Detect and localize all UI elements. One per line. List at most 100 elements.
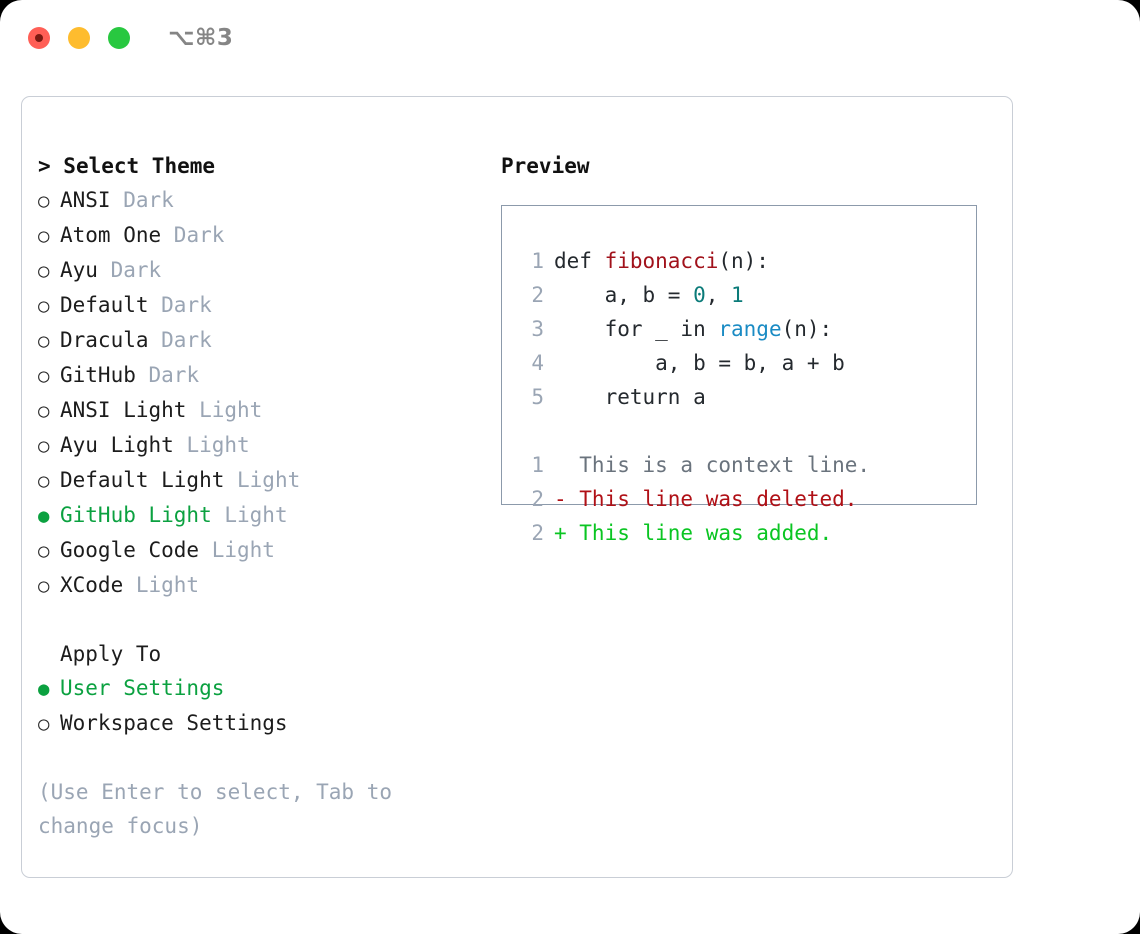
theme-option-default-light[interactable]: ○Default Light Light <box>38 463 478 498</box>
radio-unselected-icon: ○ <box>38 540 50 562</box>
radio-unselected-icon: ○ <box>38 400 50 422</box>
line-number: 2 <box>531 283 544 307</box>
theme-option-tag: Light <box>135 573 200 597</box>
code-line: 2 a, b = 0, 1 <box>502 278 976 312</box>
line-number: 2 <box>531 487 544 511</box>
line-number: 4 <box>531 351 544 375</box>
theme-option-dracula[interactable]: ○ Dracula Dark <box>38 323 478 358</box>
line-number: 5 <box>531 385 544 409</box>
theme-option-ansi[interactable]: ○ ANSI Dark <box>38 183 478 218</box>
code-token-num: 0 <box>693 283 706 307</box>
radio-selected-icon: ● <box>38 505 50 527</box>
theme-option-label: GitHub <box>60 363 149 387</box>
theme-option-default[interactable]: ○Default Dark <box>38 288 478 323</box>
theme-option-github-light[interactable]: ● GitHub Light Light <box>38 498 478 533</box>
theme-option-label: Dracula <box>60 328 162 352</box>
theme-option-tag: Light <box>186 433 250 457</box>
theme-option-label: Atom One <box>60 223 174 247</box>
line-number: 1 <box>531 249 544 273</box>
theme-option-tag: Dark <box>161 293 212 317</box>
radio-unselected-icon: ○ <box>38 713 50 735</box>
radio-unselected-icon: ○ <box>38 470 50 492</box>
theme-picker-column: > Select Theme ○ANSI Dark○Atom One Dark○… <box>38 149 478 843</box>
apply-to-option-workspace-settings[interactable]: ○Workspace Settings <box>38 706 478 741</box>
diff-line-del: 2 - This line was deleted. <box>502 482 976 516</box>
radio-unselected-icon: ○ <box>38 575 50 597</box>
theme-option-ayu[interactable]: ○Ayu Dark <box>38 253 478 288</box>
diff-line-text: This is a context line. <box>554 453 871 477</box>
diff-sample: 1 This is a context line. 2 - This line wa… <box>502 448 976 550</box>
theme-option-ayu-light[interactable]: ○ Ayu Light Light <box>38 428 478 463</box>
code-token-fn: fibonacci <box>604 249 719 273</box>
select-theme-heading-label: Select Theme <box>63 154 216 178</box>
theme-option-ansi-light[interactable]: ○ ANSI Light Light <box>38 393 478 428</box>
zoom-button[interactable] <box>108 27 130 49</box>
main-panel: > Select Theme ○ANSI Dark○Atom One Dark○… <box>21 96 1013 878</box>
radio-selected-icon: ● <box>38 678 50 700</box>
theme-option-label: Ayu <box>60 258 111 282</box>
code-token-plain: (n): <box>781 317 833 341</box>
theme-option-xcode[interactable]: ○ XCode Light <box>38 568 478 603</box>
code-token-plain: def <box>554 249 605 273</box>
diff-line-add: 2 + This line was added. <box>502 516 976 550</box>
radio-unselected-icon: ○ <box>38 435 50 457</box>
theme-option-label: Ayu Light <box>60 433 187 457</box>
theme-option-label: Default Light <box>60 468 238 492</box>
record-dot-icon <box>35 34 43 42</box>
theme-option-label: Google Code <box>60 538 212 562</box>
close-button[interactable] <box>28 27 50 49</box>
theme-option-tag: Light <box>199 398 263 422</box>
diff-line-ctx: 1 This is a context line. <box>502 448 976 482</box>
radio-unselected-icon: ○ <box>38 225 50 247</box>
code-token-plain: , <box>705 283 732 307</box>
code-token-plain: (n): <box>718 249 769 273</box>
line-number: 3 <box>531 317 544 341</box>
theme-option-label: ANSI Light <box>60 398 200 422</box>
apply-to-option-user-settings[interactable]: ● User Settings <box>38 671 478 706</box>
theme-option-label: GitHub Light <box>60 503 225 527</box>
radio-unselected-icon: ○ <box>38 330 50 352</box>
theme-option-google-code[interactable]: ○ Google Code Light <box>38 533 478 568</box>
theme-option-tag: Dark <box>123 188 174 212</box>
code-token-plain: return a <box>554 385 706 409</box>
keyboard-hint: (Use Enter to select, Tab to change focu… <box>38 780 405 838</box>
code-line: 5 return a <box>502 380 976 414</box>
preview-heading: Preview <box>501 154 590 178</box>
code-token-call: range <box>718 317 782 341</box>
minimize-button[interactable] <box>68 27 90 49</box>
code-token-num: 1 <box>731 283 744 307</box>
theme-option-label: XCode <box>60 573 136 597</box>
code-token-plain: for _ in <box>554 317 719 341</box>
theme-option-tag: Light <box>224 503 288 527</box>
theme-option-label: Default <box>60 293 162 317</box>
theme-option-atom-one[interactable]: ○ Atom One Dark <box>38 218 478 253</box>
code-token-plain: a, b = b, a + b <box>554 351 845 375</box>
diff-spacer <box>502 414 976 448</box>
theme-option-label: ANSI <box>60 188 124 212</box>
caret-icon: > <box>38 154 64 178</box>
apply-to-option-label: User Settings <box>60 676 225 700</box>
select-theme-heading: > Select Theme <box>38 149 478 183</box>
title-bar: ⌥⌘3 <box>0 0 1140 78</box>
code-line: 4 a, b = b, a + b <box>502 346 976 380</box>
line-number: 2 <box>531 521 544 545</box>
diff-line-text: - This line was deleted. <box>554 487 858 511</box>
section-spacer <box>38 603 478 637</box>
theme-option-tag: Light <box>211 538 275 562</box>
radio-unselected-icon: ○ <box>38 190 50 212</box>
code-line: 3 for _ in range(n): <box>502 312 976 346</box>
line-number: 1 <box>531 453 544 477</box>
diff-line-text: + This line was added. <box>554 521 833 545</box>
theme-option-github[interactable]: ○ GitHub Dark <box>38 358 478 393</box>
code-line: 1 def fibonacci(n): <box>502 244 976 278</box>
radio-unselected-icon: ○ <box>38 365 50 387</box>
keyboard-shortcut-label: ⌥⌘3 <box>168 25 234 51</box>
apply-to-heading: Apply To <box>60 642 162 666</box>
theme-option-tag: Dark <box>148 363 200 387</box>
theme-option-tag: Dark <box>161 328 212 352</box>
theme-option-tag: Dark <box>173 223 225 247</box>
